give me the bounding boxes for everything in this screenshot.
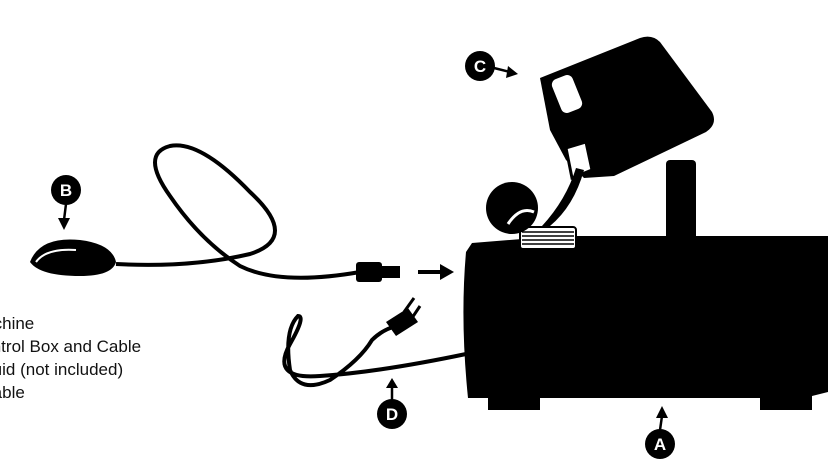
legend-item-liquid: Liquid (not included)	[0, 360, 124, 379]
parts-legend: Machine Control Box and Cable Liquid (no…	[0, 312, 141, 404]
fog-machine-icon	[463, 160, 828, 410]
legend-item-machine: Machine	[0, 314, 35, 333]
power-plug-icon	[282, 297, 467, 388]
callout-c: C	[465, 51, 495, 81]
callout-a-label: A	[654, 435, 666, 454]
callout-d-label: D	[386, 405, 398, 424]
legend-item-control-box: Control Box and Cable	[0, 337, 142, 356]
remote-control-icon	[30, 143, 400, 282]
insert-arrow	[418, 264, 454, 280]
callout-b-label: B	[60, 181, 72, 200]
fluid-bottle-icon	[540, 36, 714, 226]
callout-c-label: C	[474, 57, 486, 76]
callout-a: A	[645, 429, 675, 459]
callout-b: B	[51, 175, 81, 205]
callout-arrows	[58, 66, 668, 431]
legend-item-power-cable: r Cable	[0, 383, 25, 402]
callout-d: D	[377, 399, 407, 429]
